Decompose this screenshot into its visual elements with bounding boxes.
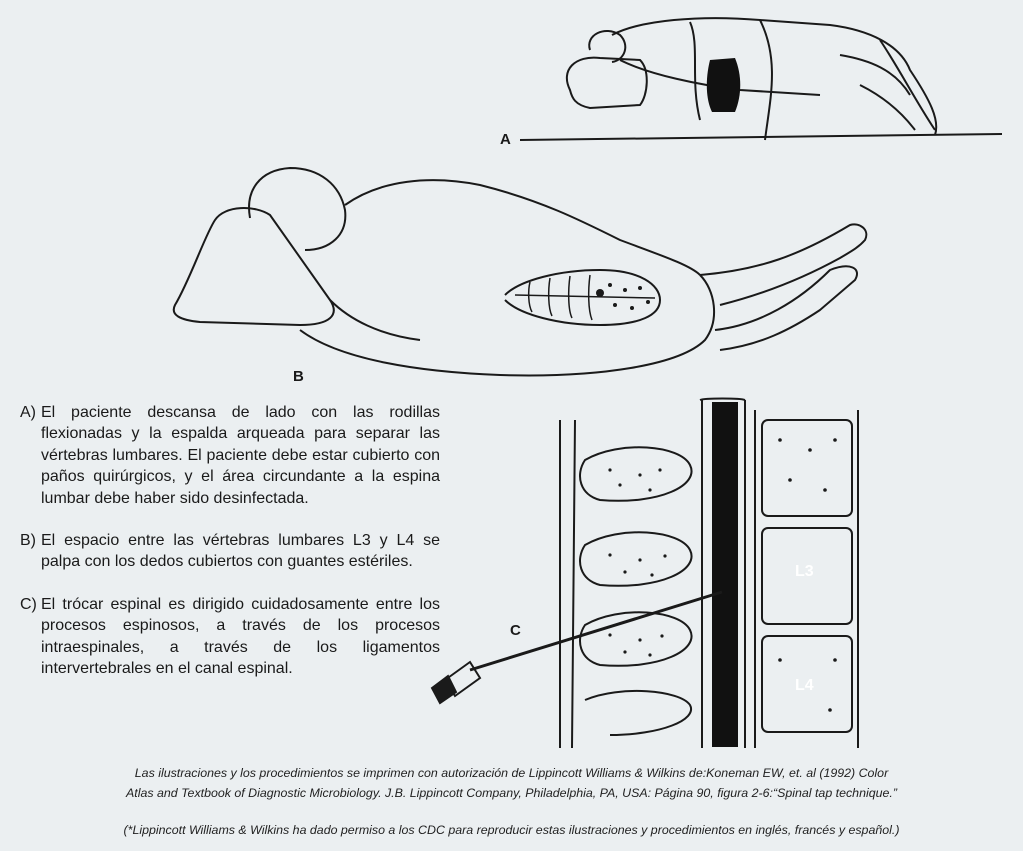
step-b-mark: B): [20, 530, 41, 573]
source-caption-line-1: Las ilustraciones y los procedimientos s…: [10, 763, 1013, 783]
procedure-steps: A) El paciente descansa de lado con las …: [20, 402, 440, 700]
source-caption-line-2: Atlas and Textbook of Diagnostic Microbi…: [10, 783, 1013, 803]
label-a: A: [500, 131, 511, 148]
step-c-mark: C): [20, 594, 41, 680]
step-a-mark: A): [20, 402, 41, 509]
vertebra-label-l3: L3: [795, 563, 814, 581]
vertebra-label-l4: L4: [795, 677, 814, 695]
label-c: C: [510, 622, 521, 639]
step-c-text: El trócar espinal es dirigido cuidadosam…: [41, 594, 440, 680]
step-b-text: El espacio entre las vértebras lumbares …: [41, 530, 440, 573]
permission-note: (*Lippincott Williams & Wilkins ha dado …: [10, 820, 1013, 840]
step-b: B) El espacio entre las vértebras lumbar…: [20, 530, 440, 573]
step-c: C) El trócar espinal es dirigido cuidado…: [20, 594, 440, 680]
label-b: B: [293, 368, 304, 385]
step-a: A) El paciente descansa de lado con las …: [20, 402, 440, 509]
source-caption: Las ilustraciones y los procedimientos s…: [10, 763, 1013, 803]
step-a-text: El paciente descansa de lado con las rod…: [41, 402, 440, 509]
